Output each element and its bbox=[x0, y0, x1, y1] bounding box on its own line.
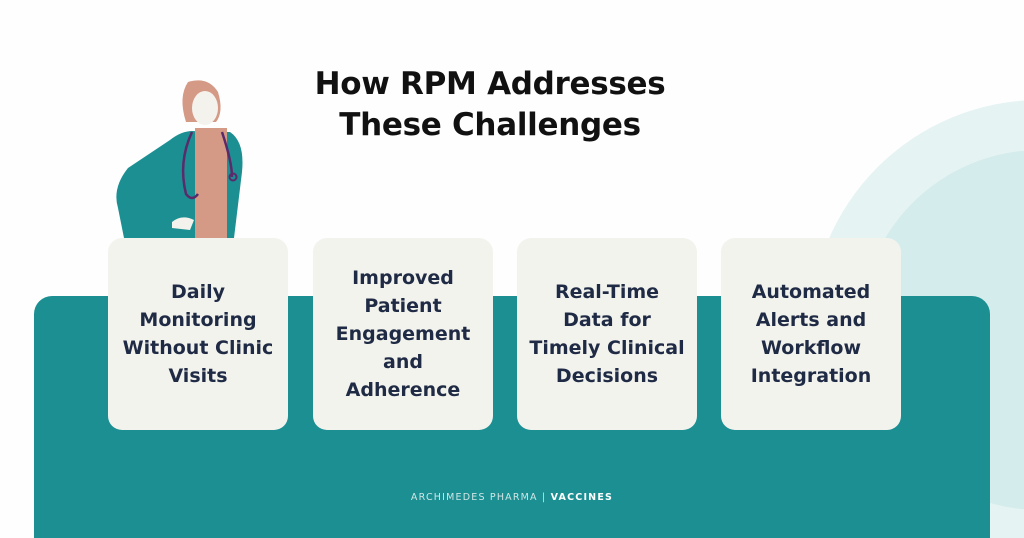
title-line-2: These Challenges bbox=[339, 107, 641, 143]
footer-section: VACCINES bbox=[550, 492, 614, 503]
title-line-1: How RPM Addresses bbox=[314, 66, 666, 102]
footer-brand: ARCHIMEDES PHARMA | VACCINES bbox=[0, 492, 1024, 503]
footer-separator: | bbox=[542, 492, 547, 503]
doctor-illustration bbox=[116, 80, 243, 240]
page-title: How RPM Addresses These Challenges bbox=[280, 64, 700, 146]
card-automated-alerts: Automated Alerts and Workflow Integratio… bbox=[721, 238, 901, 430]
card-patient-engagement: Improved Patient Engagement and Adherenc… bbox=[313, 238, 493, 430]
card-daily-monitoring: Daily Monitoring Without Clinic Visits bbox=[108, 238, 288, 430]
card-label: Improved Patient Engagement and Adherenc… bbox=[335, 267, 471, 401]
card-real-time-data: Real-Time Data for Timely Clinical Decis… bbox=[517, 238, 697, 430]
card-label: Daily Monitoring Without Clinic Visits bbox=[122, 281, 274, 387]
card-label: Automated Alerts and Workflow Integratio… bbox=[750, 281, 872, 387]
card-label: Real-Time Data for Timely Clinical Decis… bbox=[529, 281, 685, 387]
footer-brand-name: ARCHIMEDES PHARMA bbox=[410, 492, 538, 503]
